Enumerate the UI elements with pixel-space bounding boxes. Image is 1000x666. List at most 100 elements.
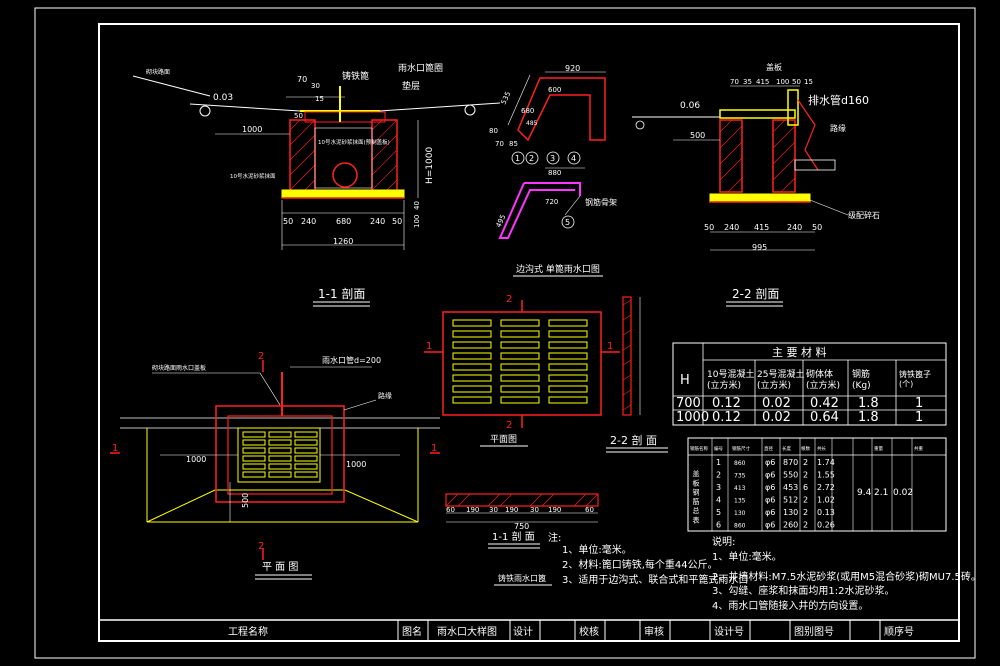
plan-grate-slot xyxy=(268,431,292,438)
grate-mark-2b: 2 xyxy=(506,420,512,431)
dim-2b-415: 415 xyxy=(754,223,769,232)
rebar-cell: 6 xyxy=(803,483,808,492)
grate-slot xyxy=(548,385,588,393)
marker-3: 3 xyxy=(550,154,555,163)
dim-2-415: 415 xyxy=(756,78,769,86)
dim-top-30: 30 xyxy=(311,82,320,90)
grate-slot xyxy=(452,396,492,404)
grate-slot xyxy=(548,396,588,404)
corner-dim-85: 85 xyxy=(509,140,518,148)
rebar-total-3: 0.02 xyxy=(893,488,913,498)
rebar-cell: 135 xyxy=(734,498,746,505)
grate-slot xyxy=(500,341,540,349)
height-dim: H=1000 xyxy=(425,147,435,184)
rebar-cell: 0.13 xyxy=(817,508,835,517)
note-1: 1、单位:毫米。 xyxy=(712,550,782,563)
grate-note-2: 2、材料:篦口铸铁,每个重44公斤。 xyxy=(562,558,718,571)
rebar-cell: 860 xyxy=(734,460,746,467)
rebar-cage-note: 钢筋骨架 xyxy=(585,197,617,207)
plan-grate-slot xyxy=(242,455,266,462)
rebar-cell: 0.26 xyxy=(817,521,835,530)
mat-header-masonry: 砌体体(立方米) xyxy=(806,368,840,391)
grate-mark-2a: 2 xyxy=(506,294,512,305)
rebar-cell: 860 xyxy=(734,523,746,530)
tb-sheet-no: 图别图号 xyxy=(794,626,834,638)
corner-dim-680: 680 xyxy=(521,107,534,115)
section-2-2-title: 2-2 剖面 xyxy=(732,287,779,301)
mat-header-grate: 铸铁篦子(个) xyxy=(899,369,931,389)
rebar-cell: 1 xyxy=(716,458,721,467)
rebar-h-count: 根数 xyxy=(801,445,810,452)
grate-slot xyxy=(452,352,492,360)
dim-bottom-240a: 240 xyxy=(301,217,316,226)
rebar-h-len: 长度 xyxy=(782,445,791,452)
plan-grate-slot xyxy=(268,439,292,446)
corner-dim-920: 920 xyxy=(565,64,580,73)
rebar-cell: 1.02 xyxy=(817,496,835,505)
section-1-1-title: 1-1 剖面 xyxy=(318,287,365,301)
rebar-cell: 1.55 xyxy=(817,471,835,480)
tb-design: 设计 xyxy=(513,625,533,638)
dim-bottom-240b: 240 xyxy=(370,217,385,226)
curb-label: 路缘 xyxy=(830,123,846,133)
materials-cell: 0.64 xyxy=(810,410,839,425)
rebar-cell: φ6 xyxy=(765,458,775,467)
grate-caption: 铸铁雨水口篦 xyxy=(498,573,546,583)
grate-plan-title: 平面图 xyxy=(490,434,517,445)
rebar-cell: φ6 xyxy=(765,521,775,530)
gs-dim-190a: 190 xyxy=(466,506,479,514)
grate-label: 铸铁篦 xyxy=(342,70,369,82)
plan-note-right: 雨水口管d=200 xyxy=(322,355,381,365)
total-width: 1260 xyxy=(333,237,353,246)
grate-side-title: 2-2 剖 面 xyxy=(610,433,657,447)
section-2-2: 盖板 70 35 415 100 50 15 排水管d160 0.06 500 … xyxy=(632,62,880,307)
dim-top-15: 15 xyxy=(315,95,324,103)
tb-drawing-label: 图名 xyxy=(402,625,422,638)
grate-slot xyxy=(452,385,492,393)
corner-dim-485: 485 xyxy=(526,120,538,127)
materials-cell: 1.8 xyxy=(858,410,879,425)
title-block: 工程名称 图名 雨水口大样图 设计 校核 审核 设计号 图别图号 顺序号 xyxy=(99,619,959,641)
plan-dim-1000a: 1000 xyxy=(186,455,206,464)
dim-bottom-50b: 50 xyxy=(392,217,402,226)
marker-4: 4 xyxy=(571,154,576,163)
rebar-cell: 550 xyxy=(783,471,798,480)
materials-title: 主 要 材 料 xyxy=(772,345,827,359)
rebar-cell: φ6 xyxy=(765,471,775,480)
gs-dim-190b: 190 xyxy=(505,506,518,514)
rebar-cell: 2 xyxy=(803,508,808,517)
plan-mark-2b: 2 xyxy=(258,541,264,552)
materials-cell: 700 xyxy=(676,396,701,411)
road-surface-label: 砌块路面 xyxy=(146,68,170,76)
outer-border xyxy=(34,7,976,659)
rebar-cell: 453 xyxy=(783,483,798,492)
note-2: 2、井墙材料:M7.5水泥砂浆(或用M5混合砂浆)砌MU7.5砖。 xyxy=(712,570,981,583)
plan-dim-500: 500 xyxy=(241,493,250,508)
grate-note-3: 3、适用于边沟式、联合式和平篦式雨水口 xyxy=(562,573,748,586)
grate-notes-header: 注: xyxy=(548,531,561,544)
rebar-h-name: 钢筋名称 xyxy=(690,445,708,452)
gs-dim-60b: 60 xyxy=(585,506,594,514)
rebar-cell: 2 xyxy=(803,521,808,530)
tb-review: 审核 xyxy=(644,625,664,638)
dim-2-500: 500 xyxy=(690,131,705,140)
dim-2-100: 100 xyxy=(776,78,789,86)
grate-mark-1a: 1 xyxy=(426,341,432,352)
grate-slot xyxy=(500,319,540,327)
dim-bottom-680: 680 xyxy=(336,217,351,226)
grate-slot xyxy=(452,330,492,338)
marker-5: 5 xyxy=(565,218,570,227)
corner-dim-720: 720 xyxy=(545,198,558,206)
note-3: 3、勾缝、座浆和抹面均用1:2水泥砂浆。 xyxy=(712,584,894,597)
rebar-cell: 413 xyxy=(734,485,746,492)
dim-2-15: 15 xyxy=(804,78,813,86)
dim-bottom-50a: 50 xyxy=(283,217,293,226)
cover-slab-label: 盖板 xyxy=(766,62,782,72)
rebar-h-total-len: 共长 xyxy=(817,445,826,452)
materials-cell: 0.02 xyxy=(762,410,791,425)
grate-slot xyxy=(548,352,588,360)
corner-dim-80: 80 xyxy=(489,127,498,135)
plan-view: 1 1 2 2 砌块路面雨水口盖板 雨水口管d=200 路缘 1000 1000… xyxy=(110,351,440,580)
plan-grate-slot xyxy=(294,463,318,470)
